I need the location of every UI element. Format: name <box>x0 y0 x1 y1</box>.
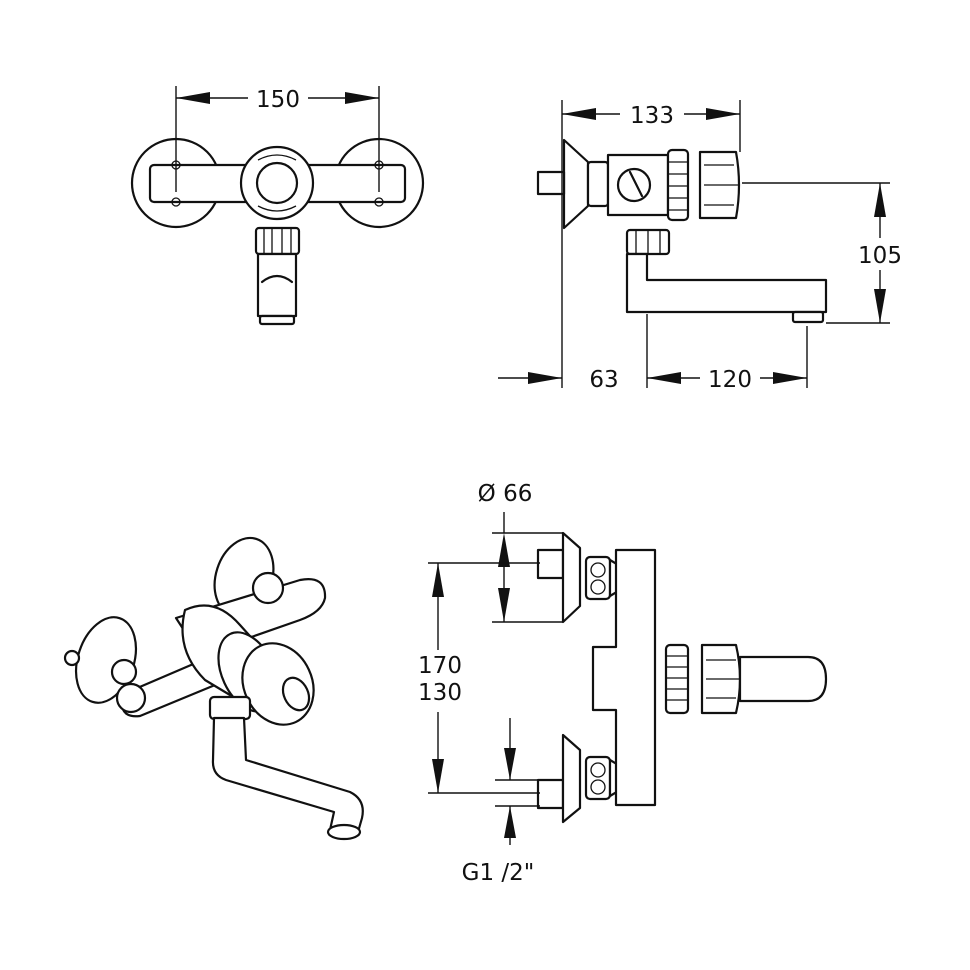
dim-side-reach: 63 120 <box>498 314 808 393</box>
label-130: 130 <box>418 680 462 706</box>
spout-nut <box>254 226 301 256</box>
top-spout <box>738 655 828 703</box>
dim-rosette-diameter: Ø 66 <box>478 481 563 623</box>
side-spout <box>625 252 828 314</box>
side-nut <box>666 148 690 222</box>
label-66: Ø 66 <box>478 481 533 507</box>
dim-front-width: 150 <box>175 86 380 192</box>
lower-connector <box>536 778 565 810</box>
persp-spout <box>211 716 364 834</box>
perspective-view <box>63 536 364 841</box>
label-150: 150 <box>256 87 300 113</box>
top-body <box>591 548 657 807</box>
side-rosette <box>562 138 590 230</box>
label-170: 170 <box>418 653 462 679</box>
dim-side-height: 105 <box>742 182 902 324</box>
label-120: 120 <box>708 367 752 393</box>
dim-thread: G1 /2" <box>462 718 540 886</box>
dim-centers: 170 130 <box>418 562 540 794</box>
label-105: 105 <box>858 243 902 269</box>
wall-connector <box>536 170 566 196</box>
upper-rosette <box>561 531 582 624</box>
side-view <box>536 138 828 324</box>
label-63: 63 <box>589 367 618 393</box>
thermostat-knob <box>239 145 315 221</box>
dim-side-depth: 133 <box>561 100 741 388</box>
top-view <box>536 531 828 824</box>
top-nut <box>664 643 690 715</box>
spout-front <box>256 252 298 318</box>
upper-connector <box>536 548 565 580</box>
lower-rosette <box>561 733 582 824</box>
label-133: 133 <box>630 103 674 129</box>
label-thread: G1 /2" <box>462 860 535 886</box>
